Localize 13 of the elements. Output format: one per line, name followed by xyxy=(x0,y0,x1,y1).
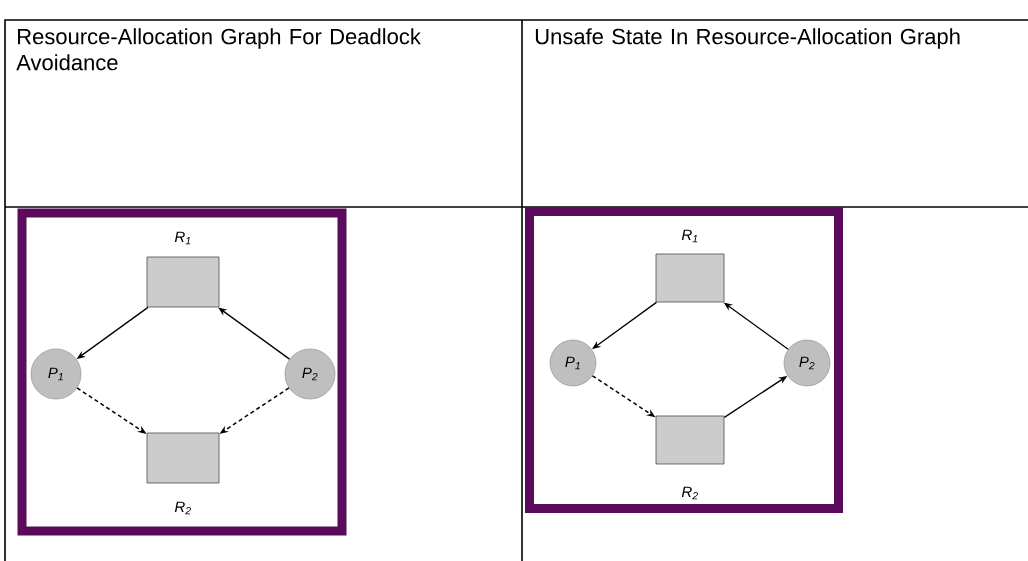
arrow xyxy=(218,307,291,360)
heading-text: Resource-Allocation Graph For Deadlock Avoidance xyxy=(16,28,421,71)
resource-label: R$_{1}$ xyxy=(174,231,191,245)
resource-label: R$_{2}$ xyxy=(174,501,191,515)
heading-text: Unsafe State In Resource-Allocation Graph xyxy=(535,28,960,49)
picture-frame xyxy=(17,208,347,536)
picture-frame xyxy=(525,207,843,513)
resource-box xyxy=(655,415,725,465)
resource-label: R$_{2}$ xyxy=(681,486,698,500)
resource-box xyxy=(146,432,220,484)
resource-label: R$_{1}$ xyxy=(681,229,698,243)
resource-box xyxy=(655,253,725,303)
resource-box xyxy=(146,256,220,308)
